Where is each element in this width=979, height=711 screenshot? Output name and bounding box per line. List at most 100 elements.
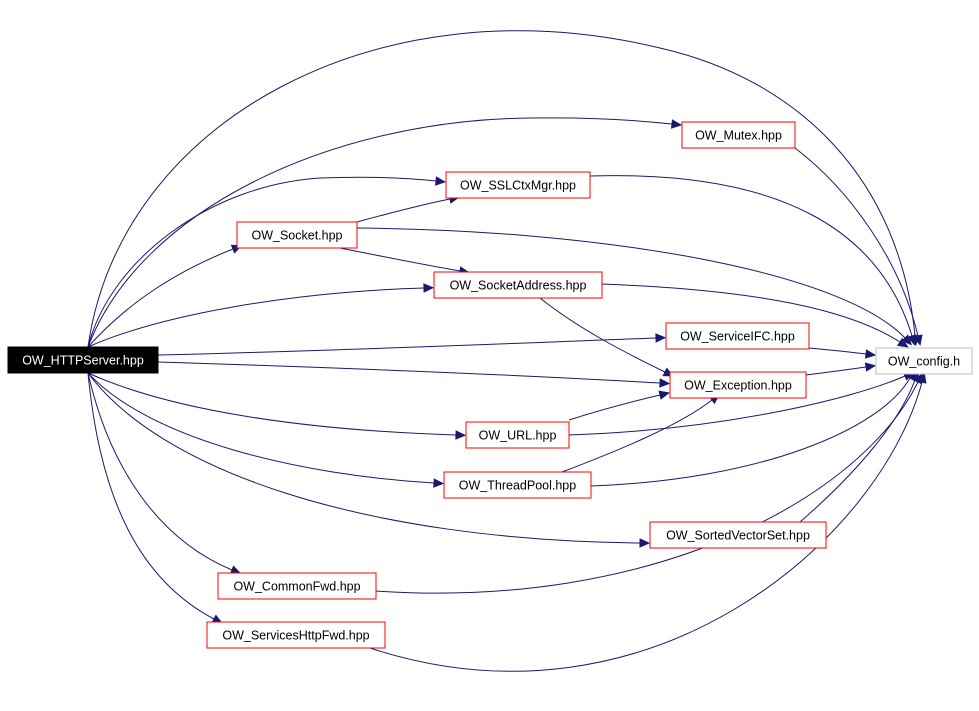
- edge-line: [87, 372, 233, 571]
- edge-line: [87, 372, 215, 620]
- node-label: OW_config.h: [888, 355, 960, 369]
- edge-svchttpfwd-to-config: [369, 372, 927, 672]
- edge-httpserver-to-svchttpfwd: [87, 372, 224, 624]
- node-label: OW_ServiceIFC.hpp: [680, 330, 795, 344]
- edge-line: [568, 394, 661, 421]
- edge-line: [339, 247, 461, 272]
- arrowhead-icon: [659, 378, 671, 388]
- arrowhead-icon: [670, 119, 683, 129]
- edge-sockaddr-to-exception: [539, 297, 675, 377]
- edge-line: [601, 283, 901, 343]
- node-label: OW_SSLCtxMgr.hpp: [460, 179, 576, 193]
- node-box: [875, 347, 973, 375]
- arrowhead-icon: [897, 337, 909, 348]
- edge-httpserver-to-sockaddr: [87, 283, 435, 348]
- arrowhead-icon: [864, 349, 877, 359]
- node-httpserver[interactable]: OW_HTTPServer.hpp: [7, 346, 159, 374]
- node-label: OW_Exception.hpp: [684, 379, 792, 393]
- node-socket[interactable]: OW_Socket.hpp: [236, 221, 358, 249]
- arrowhead-icon: [639, 538, 651, 548]
- edge-line: [539, 297, 666, 373]
- edge-line: [561, 399, 713, 473]
- edge-line: [356, 198, 451, 223]
- node-exception[interactable]: OW_Exception.hpp: [669, 371, 807, 399]
- edge-socket-to-config: [356, 227, 913, 346]
- nodes-layer: OW_HTTPServer.hpp OW_Mutex.hppOW_SSLCtxMg…: [7, 121, 973, 649]
- edge-socket-to-sslctx: [356, 194, 461, 223]
- edge-line: [794, 147, 919, 337]
- edge-httpserver-to-mutex: [87, 117, 683, 348]
- edge-line: [87, 176, 437, 348]
- arrowhead-icon: [455, 430, 467, 440]
- node-serviceifc[interactable]: OW_ServiceIFC.hpp: [665, 322, 810, 350]
- edge-line: [87, 248, 234, 348]
- edge-line: [356, 227, 906, 339]
- edge-sslctx-to-config: [589, 175, 917, 346]
- edge-serviceifc-to-config: [808, 347, 877, 359]
- edge-line: [590, 377, 911, 487]
- edge-httpserver-to-commonfwd: [87, 372, 242, 575]
- edge-threadpool-to-exception: [561, 393, 721, 473]
- node-svchttpfwd[interactable]: OW_ServicesHttpFwd.hpp: [206, 621, 386, 649]
- arrowhead-icon: [913, 334, 923, 346]
- edge-line: [87, 287, 425, 348]
- node-commonfwd[interactable]: OW_CommonFwd.hpp: [217, 572, 377, 600]
- node-label: OW_CommonFwd.hpp: [233, 580, 360, 594]
- edge-line: [87, 30, 916, 348]
- node-box: [236, 221, 358, 249]
- edge-line: [87, 372, 641, 544]
- node-label: OW_ServicesHttpFwd.hpp: [222, 629, 369, 643]
- node-box: [445, 171, 591, 199]
- node-label: OW_Socket.hpp: [251, 229, 342, 243]
- node-box: [669, 371, 807, 399]
- edge-httpserver-to-url: [87, 372, 467, 440]
- edge-httpserver-to-socket: [87, 244, 243, 348]
- arrowhead-icon: [907, 334, 917, 346]
- edge-sortedvec-to-config: [799, 370, 920, 523]
- edge-exception-to-config: [805, 362, 877, 376]
- node-label: OW_SortedVectorSet.hpp: [666, 529, 810, 543]
- edge-httpserver-to-exception: [157, 361, 671, 388]
- node-threadpool[interactable]: OW_ThreadPool.hpp: [443, 471, 592, 499]
- edge-httpserver-to-sortedvec: [87, 372, 651, 548]
- arrowhead-icon: [864, 362, 877, 372]
- node-box: [7, 346, 159, 374]
- edge-line: [87, 117, 673, 348]
- edge-line: [157, 337, 657, 356]
- node-box: [433, 271, 603, 299]
- edge-line: [589, 175, 913, 337]
- edge-sockaddr-to-config: [601, 283, 909, 348]
- edge-httpserver-to-threadpool: [87, 372, 445, 488]
- node-label: OW_ThreadPool.hpp: [459, 479, 576, 493]
- node-box: [665, 322, 810, 350]
- node-box: [443, 471, 592, 499]
- node-sortedvec[interactable]: OW_SortedVectorSet.hpp: [649, 521, 827, 549]
- edge-httpserver-to-serviceifc: [157, 333, 667, 356]
- edge-line: [369, 381, 923, 672]
- arrowhead-icon: [434, 176, 447, 186]
- node-label: OW_HTTPServer.hpp: [22, 354, 144, 368]
- arrowhead-icon: [433, 478, 445, 488]
- node-sockaddr[interactable]: OW_SocketAddress.hpp: [433, 271, 603, 299]
- node-box: [217, 572, 377, 600]
- node-box: [206, 621, 386, 649]
- edge-line: [808, 347, 867, 355]
- edge-socket-to-sockaddr: [339, 247, 471, 276]
- edge-line: [157, 361, 661, 384]
- node-box: [681, 121, 796, 149]
- node-sslctx[interactable]: OW_SSLCtxMgr.hpp: [445, 171, 591, 199]
- arrowhead-icon: [655, 333, 667, 343]
- node-label: OW_Mutex.hpp: [695, 129, 782, 143]
- node-config[interactable]: OW_config.h: [875, 347, 973, 375]
- edge-line: [87, 372, 435, 484]
- edge-url-to-exception: [568, 390, 670, 421]
- edge-httpserver-to-sslctx: [87, 176, 447, 348]
- arrowhead-icon: [901, 334, 913, 346]
- node-label: OW_URL.hpp: [479, 429, 557, 443]
- node-box: [649, 521, 827, 549]
- node-url[interactable]: OW_URL.hpp: [465, 421, 570, 449]
- node-mutex[interactable]: OW_Mutex.hpp: [681, 121, 796, 149]
- arrowhead-icon: [658, 390, 670, 400]
- edges-layer: [87, 30, 927, 672]
